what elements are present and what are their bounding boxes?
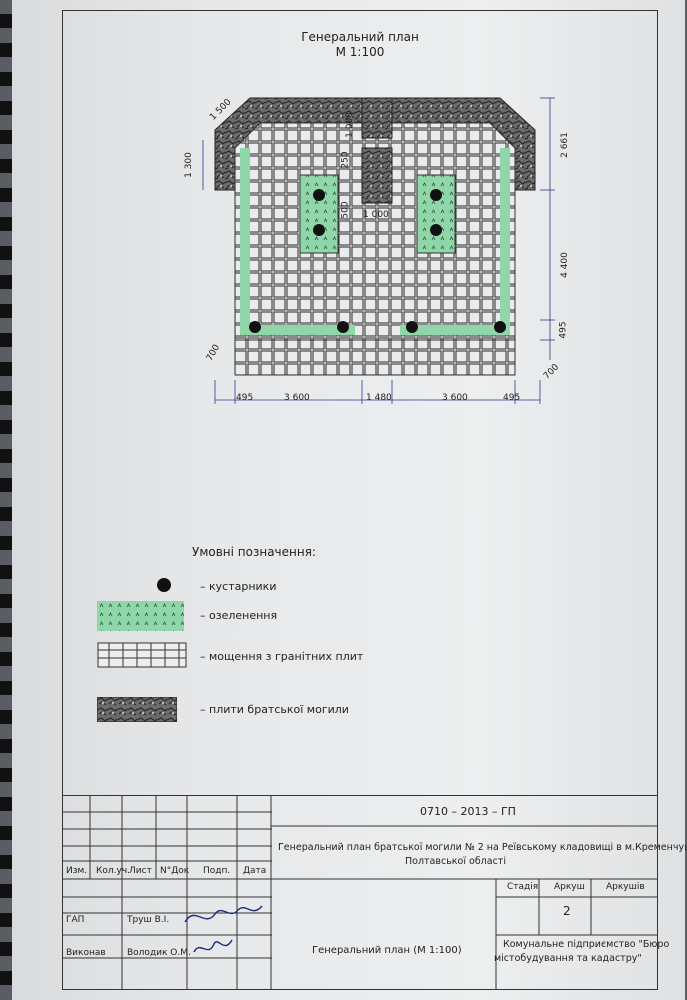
binding-hole bbox=[0, 536, 14, 550]
binding-hole bbox=[0, 768, 14, 782]
binding-hole bbox=[0, 246, 14, 260]
dim-bottom-1: 495 bbox=[236, 393, 254, 403]
binding-hole bbox=[0, 652, 14, 666]
dim-center-1: 1 000 bbox=[344, 112, 355, 138]
header-podp: Подп. bbox=[203, 866, 231, 876]
stage-header: Стадія bbox=[507, 882, 539, 892]
dim-bottom-5: 495 bbox=[503, 393, 521, 403]
binding-spiral bbox=[0, 0, 22, 1000]
sheets-header: Аркушів bbox=[606, 882, 645, 892]
grave-slab-swatch-icon bbox=[97, 697, 177, 722]
sheet-number: 2 bbox=[563, 904, 571, 918]
binding-hole bbox=[0, 275, 14, 289]
binding-hole bbox=[0, 72, 14, 86]
binding-hole bbox=[0, 623, 14, 637]
greenery-bed-right bbox=[416, 174, 456, 254]
binding-hole bbox=[0, 797, 14, 811]
binding-hole bbox=[0, 333, 14, 347]
binding-hole bbox=[0, 478, 14, 492]
binding-hole bbox=[0, 594, 14, 608]
legend-item-shrubs: – кустарники bbox=[200, 580, 277, 593]
title-block bbox=[62, 795, 658, 991]
site-plan-drawing bbox=[202, 97, 555, 404]
legend-item-grave-slabs: – плити братської могили bbox=[200, 703, 349, 716]
binding-hole bbox=[0, 43, 14, 57]
project-title-line2: Полтавської області bbox=[405, 856, 506, 867]
title-block-right-grid bbox=[271, 825, 658, 990]
dim-center-2: 250 bbox=[340, 151, 351, 169]
binding-hole bbox=[0, 710, 14, 724]
header-list: Лист bbox=[129, 866, 152, 876]
greenery-border-left bbox=[240, 148, 355, 335]
binding-hole bbox=[0, 130, 14, 144]
dim-bottom-3: 1 480 bbox=[366, 393, 392, 403]
grave-slab-center bbox=[361, 97, 393, 139]
role-executor: Виконав bbox=[66, 948, 106, 958]
legend-item-greenery: – озеленення bbox=[200, 609, 278, 622]
header-data: Дата bbox=[243, 866, 267, 876]
binding-hole bbox=[0, 14, 14, 28]
grave-slab-center-lower bbox=[361, 147, 393, 204]
binding-hole bbox=[0, 188, 14, 202]
binding-hole bbox=[0, 826, 14, 840]
name-executor: Володик О.М. bbox=[127, 948, 191, 958]
header-dok: N°Док bbox=[160, 866, 190, 876]
dim-left-2: 1 300 bbox=[183, 152, 194, 178]
binding-hole bbox=[0, 942, 14, 956]
drawing-name: Генеральний план (М 1:100) bbox=[312, 945, 462, 956]
dim-right-2: 4 400 bbox=[559, 252, 570, 278]
binding-hole bbox=[0, 159, 14, 173]
document-code: 0710 – 2013 – ГП bbox=[420, 805, 516, 818]
binding-hole bbox=[0, 217, 14, 231]
greenery-swatch-icon bbox=[97, 601, 184, 631]
dim-right-3: 495 bbox=[558, 321, 569, 339]
sheet-header: Аркуш bbox=[554, 882, 585, 892]
binding-hole bbox=[0, 855, 14, 869]
drawing-frame bbox=[62, 10, 658, 990]
revision-grid bbox=[62, 795, 272, 990]
plan-title: Генеральний план bbox=[301, 30, 419, 44]
binding-hole bbox=[0, 913, 14, 927]
organization-line2: містобудування та кадастру" bbox=[494, 953, 642, 964]
legend-heading: Умовні позначення: bbox=[192, 545, 316, 559]
binding-hole bbox=[0, 884, 14, 898]
binding-hole bbox=[0, 391, 14, 405]
binding-hole bbox=[0, 681, 14, 695]
lower-steps bbox=[234, 339, 516, 376]
plan-scale: М 1:100 bbox=[335, 45, 385, 59]
name-gap: Труш В.І. bbox=[127, 915, 170, 925]
signature-executor bbox=[193, 939, 233, 953]
role-gap: ГАП bbox=[66, 915, 85, 925]
binding-hole bbox=[0, 362, 14, 376]
header-kol: Кол.уч. bbox=[96, 866, 131, 876]
header-izm: Изм. bbox=[66, 866, 88, 876]
dim-bottom-4: 3 600 bbox=[442, 393, 468, 403]
paving-swatch-icon bbox=[97, 642, 187, 668]
dim-center-3: 500 bbox=[340, 201, 351, 219]
dim-right-1: 2 661 bbox=[559, 132, 570, 158]
binding-hole bbox=[0, 420, 14, 434]
project-title-line1: Генеральний план братської могили № 2 на… bbox=[278, 842, 687, 853]
dim-center-4: 1 000 bbox=[363, 210, 389, 220]
binding-hole bbox=[0, 507, 14, 521]
binding-hole bbox=[0, 304, 14, 318]
signature-gap bbox=[184, 905, 263, 923]
organization-line1: Комунальне підприємство "Бюро bbox=[503, 939, 670, 950]
binding-hole bbox=[0, 971, 14, 985]
binding-hole bbox=[0, 739, 14, 753]
greenery-bed-left bbox=[299, 174, 339, 254]
binding-hole bbox=[0, 449, 14, 463]
dim-bottom-2: 3 600 bbox=[284, 393, 310, 403]
legend-item-paving: – мощення з гранітних плит bbox=[200, 650, 364, 663]
binding-hole bbox=[0, 101, 14, 115]
binding-hole bbox=[0, 565, 14, 579]
shrubs bbox=[249, 189, 506, 333]
shrub-icon bbox=[157, 578, 171, 592]
